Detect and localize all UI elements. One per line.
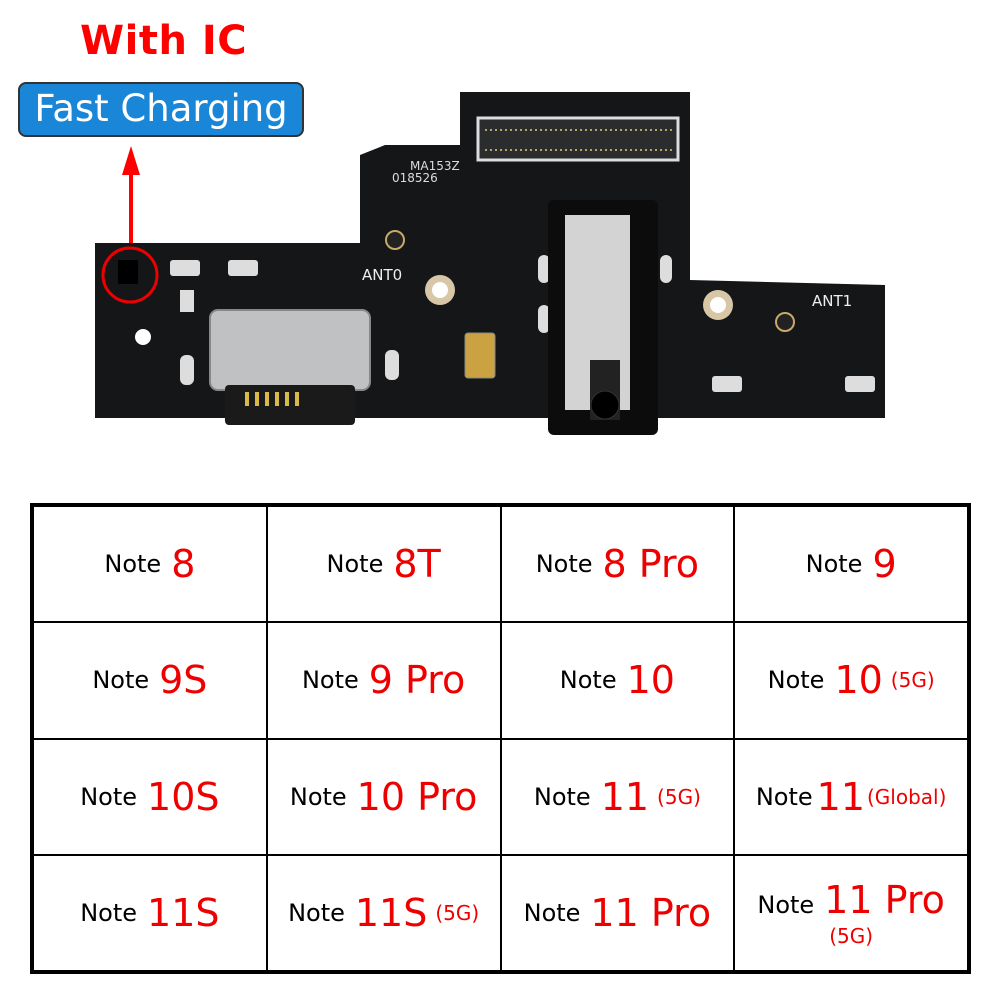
model-cell: Note 11 (5G) bbox=[500, 738, 735, 855]
note-label: Note bbox=[535, 550, 593, 579]
model-cell: Note 11 Pro(5G) bbox=[734, 854, 968, 971]
note-label: Note bbox=[559, 666, 617, 695]
silk-label: MA153Z bbox=[410, 159, 460, 173]
model-name: 11 Pro bbox=[590, 890, 712, 935]
note-label: Note bbox=[533, 782, 591, 811]
note-label: Note bbox=[80, 898, 138, 927]
model-cell: Note 9S bbox=[33, 622, 267, 739]
model-name: 11S bbox=[354, 890, 428, 935]
model-cell: Note 11S (5G) bbox=[266, 854, 501, 971]
silk-label: 018526 bbox=[392, 171, 438, 185]
note-label: Note bbox=[755, 782, 813, 811]
model-name: 11 bbox=[600, 774, 650, 819]
note-label: Note bbox=[757, 890, 815, 919]
model-name: 10 bbox=[626, 658, 675, 703]
ic-highlight-circle bbox=[101, 246, 159, 304]
model-cell: Note 8T bbox=[266, 506, 501, 623]
note-label: Note bbox=[80, 782, 138, 811]
note-label: Note bbox=[92, 666, 150, 695]
model-cell: Note 8 Pro bbox=[500, 506, 735, 623]
model-name: 11 Pro bbox=[824, 877, 945, 922]
model-name: 9S bbox=[159, 658, 208, 703]
pointer-arrow-icon bbox=[122, 146, 140, 245]
model-cell: Note 10 (5G) bbox=[734, 622, 968, 739]
note-label: Note bbox=[805, 550, 863, 579]
model-cell: Note 11S bbox=[33, 854, 267, 971]
model-name: 10 Pro bbox=[356, 774, 478, 819]
compatible-models-table: Note 8 Note 8T Note 8 Pro Note 9 Note 9S Note… bbox=[30, 503, 971, 974]
model-name: 11S bbox=[147, 890, 220, 935]
model-suffix: (Global) bbox=[867, 784, 947, 809]
model-cell: Note 9 Pro bbox=[266, 622, 501, 739]
model-name: 8 Pro bbox=[602, 542, 700, 587]
note-label: Note bbox=[289, 782, 347, 811]
note-label: Note bbox=[301, 666, 359, 695]
fast-charging-badge: Fast Charging bbox=[18, 82, 304, 137]
model-cell: Note 10 bbox=[500, 622, 735, 739]
model-name: 10S bbox=[147, 774, 220, 819]
note-label: Note bbox=[767, 666, 825, 695]
model-name: 9 bbox=[872, 542, 897, 587]
model-cell: Note 10S bbox=[33, 738, 267, 855]
model-cell: Note 11 Pro bbox=[500, 854, 735, 971]
note-label: Note bbox=[326, 550, 384, 579]
model-name: 11 bbox=[816, 774, 865, 819]
model-cell: Note 10 Pro bbox=[266, 738, 501, 855]
ant0-label: ANT0 bbox=[362, 266, 402, 284]
model-cell: Note 8 bbox=[33, 506, 267, 623]
note-label: Note bbox=[523, 898, 581, 927]
note-label: Note bbox=[288, 898, 345, 927]
model-name: 10 bbox=[834, 658, 883, 703]
model-name: 9 Pro bbox=[368, 658, 466, 703]
ant1-label: ANT1 bbox=[812, 292, 852, 310]
model-suffix: (5G) bbox=[435, 900, 480, 925]
model-suffix: (5G) bbox=[657, 784, 701, 809]
model-suffix: (5G) bbox=[890, 668, 935, 693]
charging-port-board-image: MA153Z 018526 ANT0 ANT1 bbox=[95, 92, 885, 435]
model-name: 8 bbox=[171, 542, 196, 587]
model-cell: Note 9 bbox=[734, 506, 968, 623]
model-suffix: (5G) bbox=[829, 923, 874, 948]
with-ic-label: With IC bbox=[80, 18, 248, 64]
note-label: Note bbox=[104, 550, 162, 579]
model-name: 8T bbox=[393, 542, 441, 587]
